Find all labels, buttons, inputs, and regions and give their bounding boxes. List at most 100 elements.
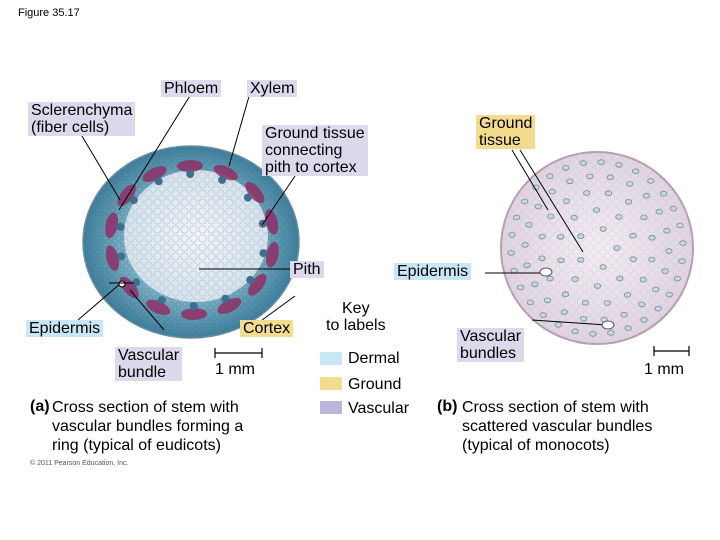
vascular-bundle	[538, 233, 546, 240]
vascular-bundle	[663, 227, 671, 234]
vascular-bundle	[570, 214, 578, 221]
label-vascular-bundle: Vascular bundle	[115, 347, 183, 381]
label-ground-tissue: Ground tissue	[476, 115, 536, 149]
vascular-bundle-ring	[105, 159, 279, 321]
vascular-bundle	[571, 328, 579, 335]
key-swatch-ground	[320, 377, 342, 390]
vascular-bundle	[516, 284, 525, 291]
vascular-bundle	[146, 299, 171, 316]
vascular-bundle	[623, 292, 632, 298]
vascular-bundle	[606, 174, 614, 181]
vascular-bundle	[557, 257, 565, 264]
xylem-cluster	[129, 196, 138, 205]
scattered-vascular-bundles	[507, 159, 687, 337]
vascular-bundle	[177, 159, 203, 173]
vascular-bundle	[577, 256, 585, 263]
leader-lines-b	[485, 149, 615, 330]
vascular-bundle	[508, 232, 516, 238]
label-epidermis-b: Epidermis	[394, 263, 472, 280]
xylem-cluster	[186, 170, 195, 178]
xylem-cluster	[132, 278, 141, 287]
vascular-bundle	[642, 192, 651, 199]
key-title: Key to labels	[326, 300, 386, 334]
vascular-bundle	[546, 275, 554, 282]
vascular-bundle	[661, 268, 669, 275]
vascular-bundle	[669, 205, 678, 212]
vascular-bundle	[546, 173, 554, 179]
vascular-bundle	[562, 165, 570, 171]
vascular-bundle	[583, 190, 591, 196]
vascular-bundle	[548, 188, 556, 195]
vascular-bundle	[665, 248, 673, 254]
vascular-bundle	[181, 307, 207, 321]
vascular-bundle	[539, 312, 547, 318]
caption-b-text: Cross section of stem with scattered vas…	[462, 399, 653, 454]
vascular-bundle	[217, 297, 242, 314]
vascular-bundle	[679, 240, 687, 246]
label-epidermis-a: Epidermis	[26, 320, 104, 337]
vascular-bundle	[607, 330, 615, 336]
vascular-bundle	[562, 198, 571, 204]
vascular-bundle	[534, 203, 542, 210]
vascular-bundle	[554, 321, 562, 328]
vascular-bundle	[245, 181, 265, 204]
vascular-bundle	[521, 198, 529, 205]
xylem-cluster	[243, 193, 252, 202]
vascular-bundle	[510, 267, 518, 274]
key-label-dermal: Dermal	[348, 350, 400, 367]
vascular-bundle	[647, 178, 655, 184]
vascular-bundle	[248, 273, 267, 296]
vascular-bundle	[648, 256, 656, 263]
vascular-bundle	[538, 255, 546, 262]
vascular-bundle	[632, 168, 640, 175]
vascular-bundle	[665, 291, 673, 298]
caption-a-text: Cross section of stem with vascular bund…	[52, 399, 244, 454]
vascular-bundle	[523, 262, 531, 269]
label-vascular-bundles: Vascular bundles	[457, 328, 525, 362]
vascular-bundle	[616, 275, 624, 282]
vascular-bundle	[213, 164, 238, 181]
vascular-bundle	[592, 207, 601, 213]
vascular-bundle	[580, 315, 588, 322]
vascular-bundle	[579, 160, 587, 166]
vascular-bundle	[624, 199, 633, 205]
xylem-cluster	[157, 296, 166, 305]
label-ground-tissue-connecting: Ground tissue connecting pith to cortex	[262, 125, 368, 176]
vascular-bundle	[586, 173, 594, 180]
xylem-cluster	[117, 252, 126, 261]
scale-bars	[214, 346, 690, 358]
label-cortex: Cortex	[240, 320, 294, 337]
vascular-bundle	[557, 234, 565, 240]
vascular-bundle	[105, 212, 119, 239]
caption-b-letter: (b)	[437, 398, 458, 415]
vascular-bundle	[543, 297, 552, 304]
vascular-bundle	[142, 166, 167, 183]
vascular-bundle	[640, 214, 648, 221]
vascular-bundle	[512, 214, 521, 221]
vascular-bundle	[589, 331, 597, 337]
vascular-bundle	[640, 317, 648, 323]
caption-a-letter: (a)	[30, 398, 50, 415]
vascular-bundle	[571, 276, 579, 282]
vascular-bundle	[560, 309, 568, 315]
xylem-cluster	[259, 249, 268, 258]
vascular-bundle	[521, 242, 529, 248]
vascular-bundle	[599, 264, 607, 270]
vascular-bundle	[597, 159, 605, 165]
vascular-bundle	[265, 241, 279, 268]
eudicot-stem	[82, 145, 300, 339]
label-sclerenchyma: Sclerenchyma (fiber cells)	[28, 102, 136, 136]
vascular-bundle	[593, 283, 602, 289]
xylem-cluster	[116, 222, 125, 231]
vascular-bundle	[604, 190, 613, 197]
scale-label-b: 1 mm	[644, 361, 684, 378]
key-label-vascular: Vascular	[348, 400, 410, 417]
xylem-cluster	[218, 175, 227, 184]
vascular-bundle	[526, 299, 535, 306]
vascular-bundle	[626, 181, 634, 187]
xylem-cluster	[189, 302, 198, 310]
vascular-bundle	[525, 222, 533, 228]
vascular-bundle	[620, 311, 628, 318]
vascular-bundle	[676, 222, 684, 229]
